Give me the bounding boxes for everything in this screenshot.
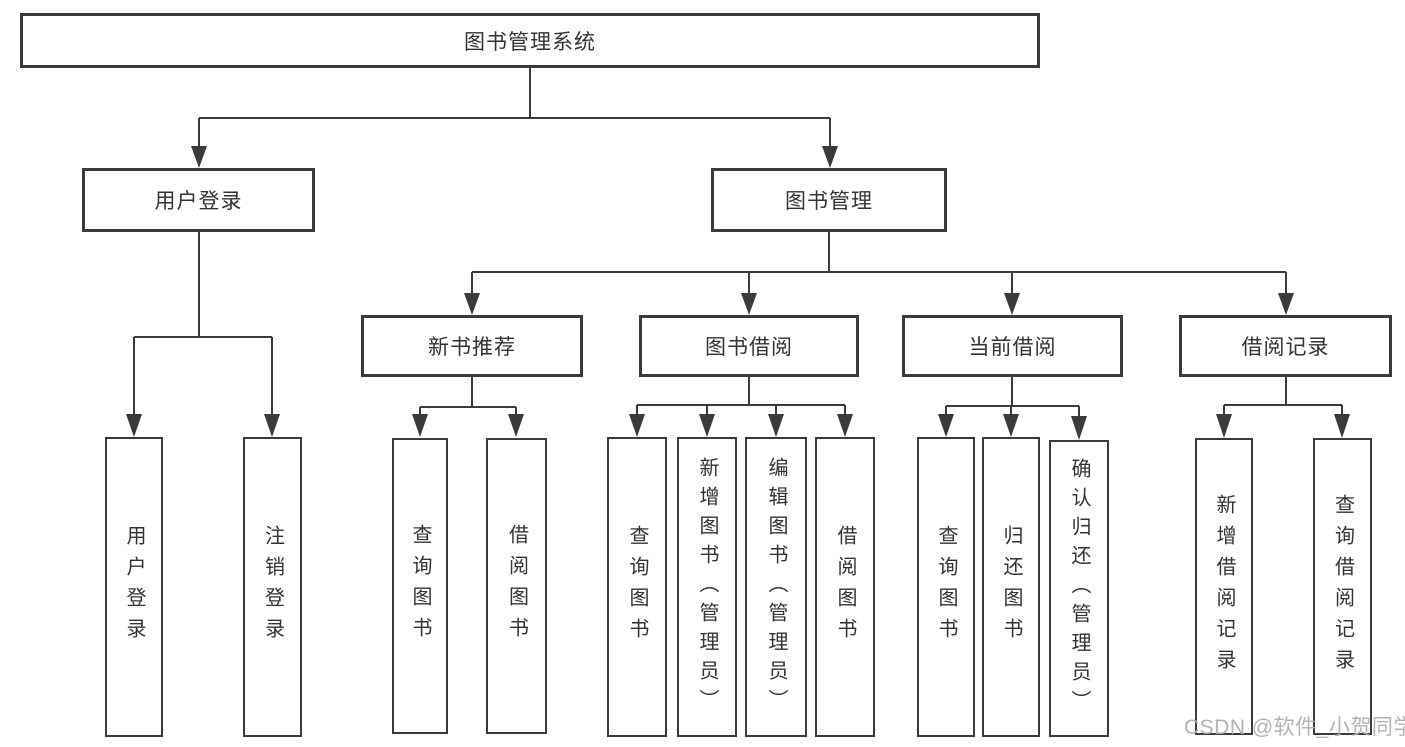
arrow-down-icon xyxy=(126,414,142,437)
node-label: 查询图书 xyxy=(626,525,648,649)
arrow-down-icon xyxy=(1216,414,1232,438)
node-label: 新增图书（管理员） xyxy=(696,456,718,718)
node-label: 查询图书 xyxy=(935,525,957,649)
node-label: 新增借阅记录 xyxy=(1213,493,1235,680)
arrow-down-icon xyxy=(1004,293,1020,315)
node-book-management: 图书管理 xyxy=(711,168,947,232)
node-current-borrowing: 当前借阅 xyxy=(902,315,1123,377)
node-label: 确认归还（管理员） xyxy=(1068,458,1090,719)
node-label: 图书借阅 xyxy=(705,336,793,359)
arrow-down-icon xyxy=(741,293,757,315)
arrow-down-icon xyxy=(412,414,428,437)
node-new-book-recommend: 新书推荐 xyxy=(361,315,583,377)
node-label: 借阅图书 xyxy=(834,525,856,649)
node-add-borrow-record: 新增借阅记录 xyxy=(1195,438,1253,735)
node-label: 图书管理 xyxy=(785,190,873,213)
node-label: 编辑图书（管理员） xyxy=(765,456,787,718)
arrowheads xyxy=(126,146,1350,440)
node-logout: 注销登录 xyxy=(243,437,302,737)
node-user-login: 用户登录 xyxy=(82,168,315,232)
node-borrow-books-borrowing: 借阅图书 xyxy=(815,437,875,737)
arrow-down-icon xyxy=(1003,414,1019,437)
node-add-book-admin: 新增图书（管理员） xyxy=(677,437,737,737)
node-query-books-current: 查询图书 xyxy=(917,437,975,737)
arrow-down-icon xyxy=(822,146,838,168)
node-borrow-books-recommend: 借阅图书 xyxy=(486,438,547,734)
arrow-down-icon xyxy=(191,146,207,168)
arrow-down-icon xyxy=(1278,293,1294,315)
arrow-down-icon xyxy=(768,414,784,437)
node-label: 图书管理系统 xyxy=(464,30,596,54)
node-query-books-borrowing: 查询图书 xyxy=(607,437,667,737)
node-label: 借阅记录 xyxy=(1241,336,1330,359)
node-label: 注销登录 xyxy=(261,525,284,649)
node-label: 新书推荐 xyxy=(428,336,516,359)
node-user-login-leaf: 用户登录 xyxy=(105,437,163,737)
node-query-books-recommend: 查询图书 xyxy=(392,438,448,734)
node-book-borrowing: 图书借阅 xyxy=(639,315,859,377)
arrow-down-icon xyxy=(1334,414,1350,438)
arrow-down-icon xyxy=(629,414,645,437)
node-return-books: 归还图书 xyxy=(982,437,1040,737)
arrow-down-icon xyxy=(464,293,480,315)
arrow-down-icon xyxy=(699,414,715,437)
arrow-down-icon xyxy=(1071,416,1087,440)
node-label: 用户登录 xyxy=(123,525,145,649)
arrow-down-icon xyxy=(938,414,954,437)
node-confirm-return-admin: 确认归还（管理员） xyxy=(1049,440,1109,737)
arrow-down-icon xyxy=(837,414,853,437)
node-label: 查询借阅记录 xyxy=(1331,493,1354,680)
arrow-down-icon xyxy=(508,414,524,437)
node-label: 归还图书 xyxy=(1000,525,1022,649)
node-borrowing-records: 借阅记录 xyxy=(1179,315,1392,377)
watermark: CSDN @软件_小贺同学 xyxy=(1184,716,1405,739)
node-query-borrow-record: 查询借阅记录 xyxy=(1313,438,1372,735)
node-library-system: 图书管理系统 xyxy=(20,13,1040,68)
arrow-down-icon xyxy=(264,414,280,437)
node-label: 查询图书 xyxy=(409,524,431,648)
node-label: 当前借阅 xyxy=(968,336,1057,359)
node-label: 用户登录 xyxy=(154,190,243,213)
node-label: 借阅图书 xyxy=(505,524,528,648)
node-edit-book-admin: 编辑图书（管理员） xyxy=(745,437,807,737)
